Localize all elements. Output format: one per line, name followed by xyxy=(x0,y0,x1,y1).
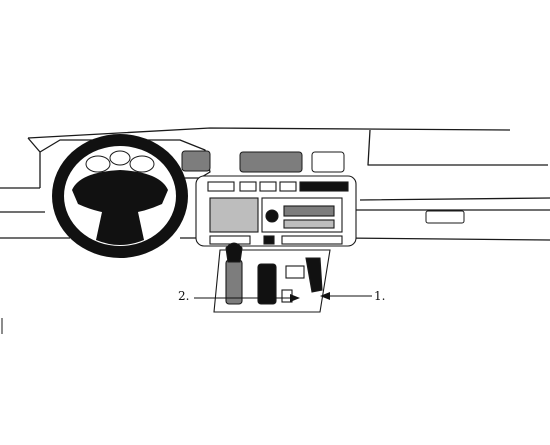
callout-1-label: 1. xyxy=(374,289,385,303)
console-top-strip xyxy=(207,181,235,192)
console-switch-3 xyxy=(279,181,297,192)
console-switch-1 xyxy=(239,181,257,192)
callout-2: 2. xyxy=(178,289,300,303)
lower-console xyxy=(213,242,331,313)
steering-wheel-hub xyxy=(72,170,168,214)
center-upper-vents xyxy=(239,151,345,173)
radio-display xyxy=(283,205,335,217)
radio-buttons xyxy=(283,219,335,229)
center-console xyxy=(195,175,357,247)
dash-lower-line xyxy=(0,187,550,201)
callout-1: 1. xyxy=(320,289,385,303)
callout-1-arrowhead xyxy=(320,292,330,300)
dash-top-edge xyxy=(27,127,511,139)
steering-wheel-lower-spoke xyxy=(96,212,144,245)
gauge-left xyxy=(85,155,111,173)
center-vent-right xyxy=(311,151,345,173)
gear-lever-left xyxy=(225,259,243,305)
left-center-vent xyxy=(181,150,211,172)
gear-lever-right xyxy=(257,263,277,305)
gauge-right xyxy=(129,155,155,173)
climate-panel xyxy=(209,197,259,233)
gear-knob-left xyxy=(225,242,243,263)
callout-2-label: 2. xyxy=(178,289,189,303)
console-display xyxy=(299,181,349,192)
right-vent xyxy=(425,210,465,224)
center-vent-large xyxy=(239,151,303,173)
dash-inner-line xyxy=(0,209,550,213)
mount-arm xyxy=(305,257,323,293)
console-lower-left xyxy=(209,235,251,245)
left-cluster-edge xyxy=(27,137,41,188)
gauge-center xyxy=(109,150,131,166)
console-lower-knob xyxy=(263,235,275,245)
console-lower-right xyxy=(281,235,343,245)
callout-2-arrowhead xyxy=(290,294,300,302)
dash-right-edge xyxy=(367,129,548,166)
steering-wheel xyxy=(52,134,188,258)
console-switch-2 xyxy=(259,181,277,192)
radio-knob-icon xyxy=(265,209,279,223)
dashboard-outline xyxy=(0,127,550,241)
mount-bracket xyxy=(285,265,305,279)
